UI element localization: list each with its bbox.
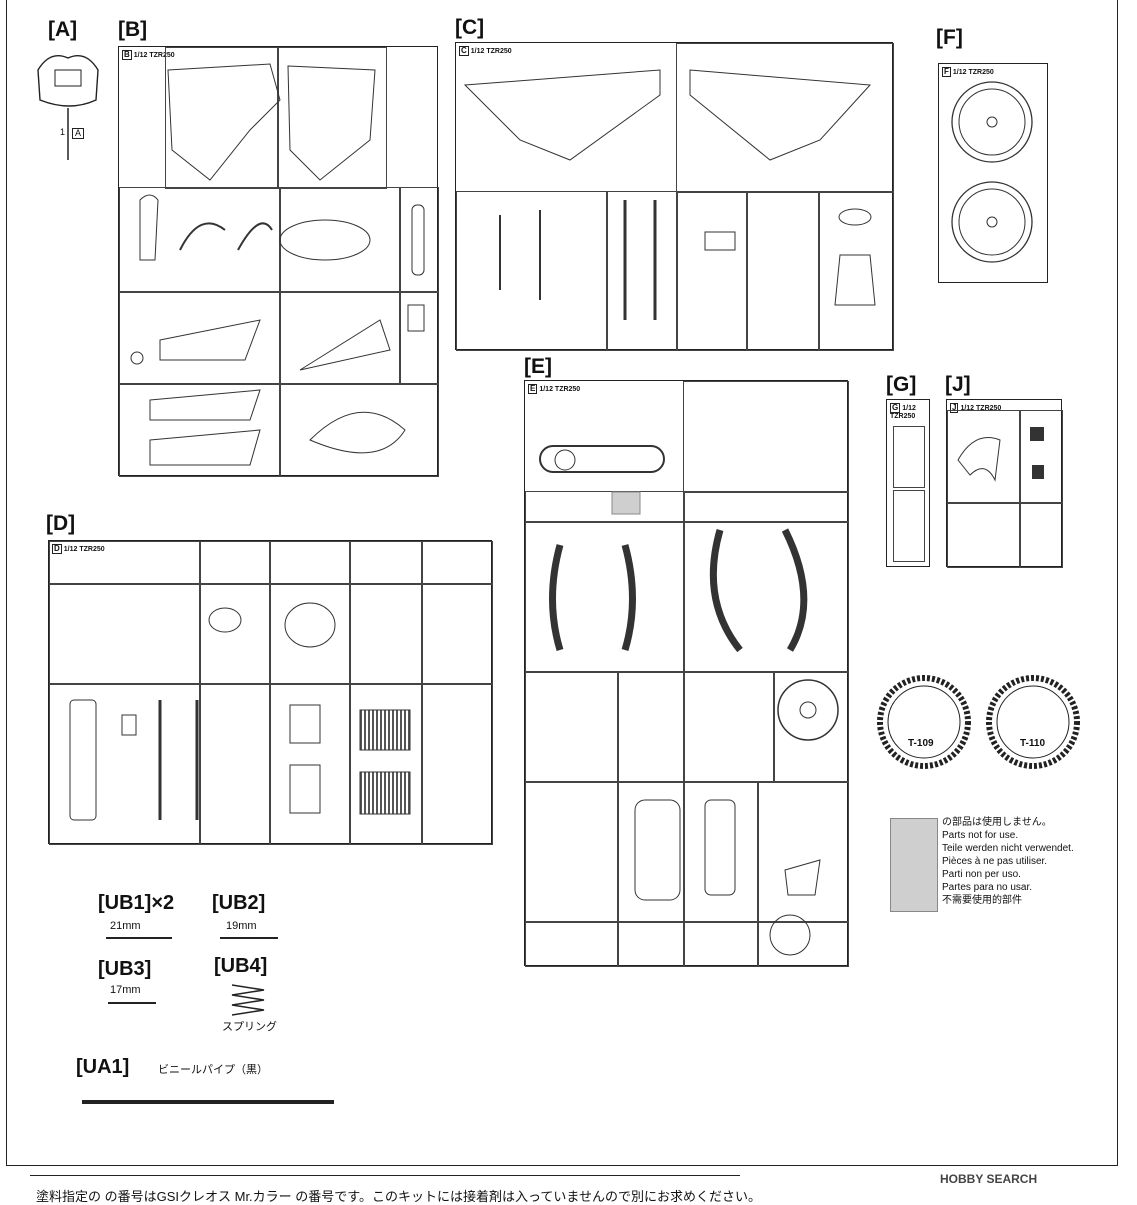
- ub2-rod: [220, 937, 278, 939]
- section-a-heading: [A]: [48, 18, 78, 41]
- not-for-use-swatch: [890, 818, 938, 912]
- section-e-heading: [E]: [524, 355, 552, 378]
- ua1-label: [UA1]: [76, 1056, 130, 1078]
- ub1-length: 21mm: [110, 920, 141, 932]
- section-f-heading: [F]: [936, 26, 963, 49]
- tire-t110-label: T-110: [1020, 738, 1046, 749]
- section-j-heading: [J]: [945, 373, 971, 396]
- tire-t109-label: T-109: [908, 738, 934, 749]
- ub4-note: スプリング: [222, 1021, 277, 1033]
- ub3-length: 17mm: [110, 984, 141, 996]
- not-for-use-legend: の部品は使用しません。 Parts not for use. Teile wer…: [942, 817, 1074, 906]
- ub3-label: [UB3]: [98, 958, 152, 980]
- ua1-note: ビニールパイプ（黒）: [158, 1064, 268, 1076]
- footnote-text: 塗料指定の の番号はGSIクレオス Mr.カラー の番号です。このキットには接着…: [36, 1189, 761, 1204]
- ua1-tube: [82, 1100, 334, 1104]
- page-frame: [6, 0, 1118, 1166]
- section-g-heading: [G]: [886, 373, 917, 396]
- section-d-heading: [D]: [46, 512, 76, 535]
- ub1-rod: [106, 937, 172, 939]
- ub2-length: 19mm: [226, 920, 257, 932]
- watermark: HOBBY SEARCH: [940, 1172, 1038, 1186]
- section-b-heading: [B]: [118, 18, 148, 41]
- ub3-rod: [108, 1002, 156, 1004]
- ub4-label: [UB4]: [214, 955, 268, 977]
- part-a-tag: A: [72, 128, 85, 139]
- ub2-label: [UB2]: [212, 892, 266, 914]
- footnote-rule: [30, 1175, 740, 1176]
- ub1-label: [UB1]×2: [98, 892, 175, 914]
- part-a-number: 1: [60, 127, 66, 137]
- section-c-heading: [C]: [455, 16, 485, 39]
